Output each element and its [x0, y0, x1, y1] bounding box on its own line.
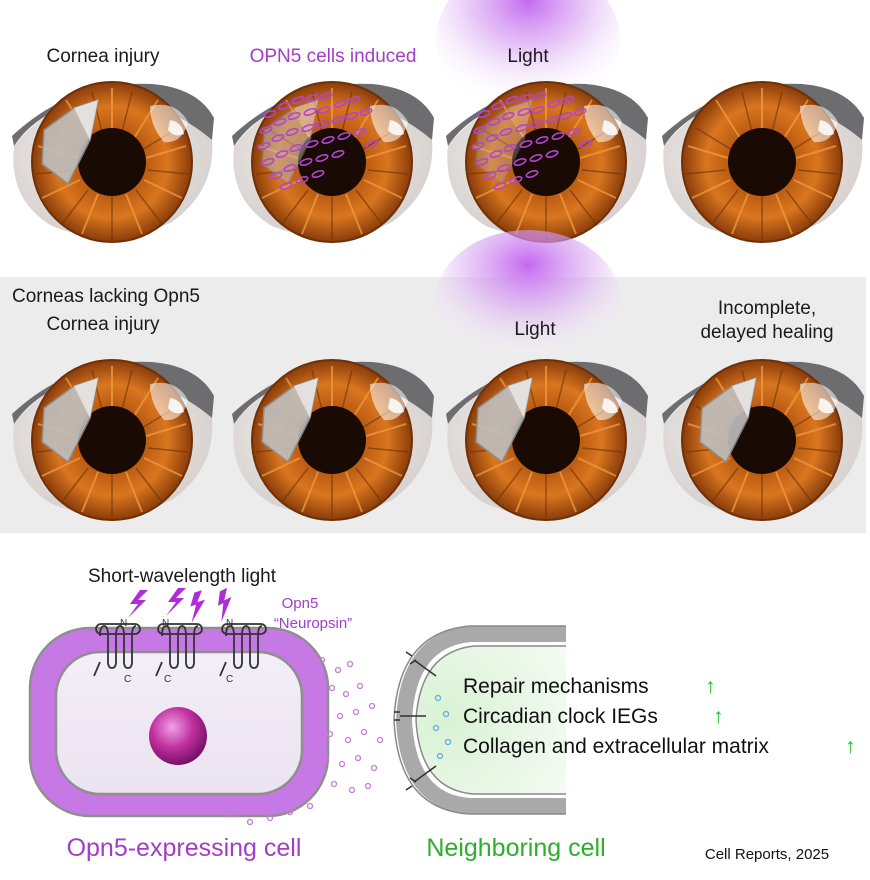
light-label: Short-wavelength light	[88, 566, 277, 587]
row2: Corneas lacking Opn5 Cornea injury Light…	[11, 230, 865, 521]
row2-label-3: Light	[514, 319, 556, 340]
eye-r1-4	[661, 81, 865, 243]
neuropsin-label: “Neuropsin”	[274, 615, 352, 632]
received-signals	[432, 694, 452, 760]
light-glow-icon	[436, 230, 620, 370]
opn5-receptors	[93, 623, 267, 677]
receptor-1	[93, 623, 141, 677]
neighbor-cell-label: Neighboring cell	[426, 834, 605, 862]
row2-title: Corneas lacking Opn5	[12, 286, 200, 307]
lightning-icon	[128, 590, 148, 618]
effect-arrow-3: ↑	[845, 735, 856, 758]
lightning-icon	[190, 590, 205, 623]
opn5-label: Opn5	[282, 595, 319, 612]
row2-label-4b: delayed healing	[700, 322, 833, 343]
eye-r1-2	[231, 81, 435, 243]
row2-label-1: Cornea injury	[47, 314, 160, 335]
mechanism: Short-wavelength light Opn5 “Neuropsin”	[28, 566, 856, 862]
terminal-labels: N N N C C C	[120, 618, 233, 685]
neighbor-receptors	[394, 651, 437, 791]
lightning-icon	[166, 588, 186, 616]
receptor-3	[219, 623, 267, 677]
row1: Cornea injury OPN5 cells induced Light	[11, 0, 865, 243]
neighbor-cell-membrane	[395, 626, 566, 814]
eye-r1-1	[11, 81, 215, 243]
effect-text-1: Repair mechanisms	[463, 675, 649, 698]
lightning-icons	[128, 587, 232, 623]
row1-label-3: Light	[507, 46, 549, 67]
nucleus	[149, 707, 207, 765]
row1-label-1: Cornea injury	[47, 46, 160, 67]
neighbor-cell-interior	[416, 646, 566, 794]
opn5-cell-label: Opn5-expressing cell	[67, 834, 302, 862]
c-terminal-3: C	[226, 674, 233, 685]
effect-arrow-1: ↑	[705, 675, 716, 698]
effect-text-3: Collagen and extracellular matrix	[463, 735, 769, 758]
n-terminal-1: N	[120, 618, 127, 629]
effect-text-2: Circadian clock IEGs	[463, 705, 658, 728]
c-terminal-1: C	[124, 674, 131, 685]
effect-arrow-2: ↑	[713, 705, 724, 728]
effects-list: Repair mechanisms ↑ Circadian clock IEGs…	[463, 675, 856, 758]
secreted-vesicles	[228, 656, 384, 826]
row1-label-2: OPN5 cells induced	[250, 46, 417, 67]
citation: Cell Reports, 2025	[705, 846, 829, 863]
lightning-icon	[217, 587, 232, 622]
receptor-2	[155, 623, 203, 677]
row2-label-4a: Incomplete,	[718, 298, 816, 319]
eye-r1-3	[445, 81, 649, 243]
n-terminal-2: N	[162, 618, 169, 629]
n-terminal-3: N	[226, 618, 233, 629]
c-terminal-2: C	[164, 674, 171, 685]
